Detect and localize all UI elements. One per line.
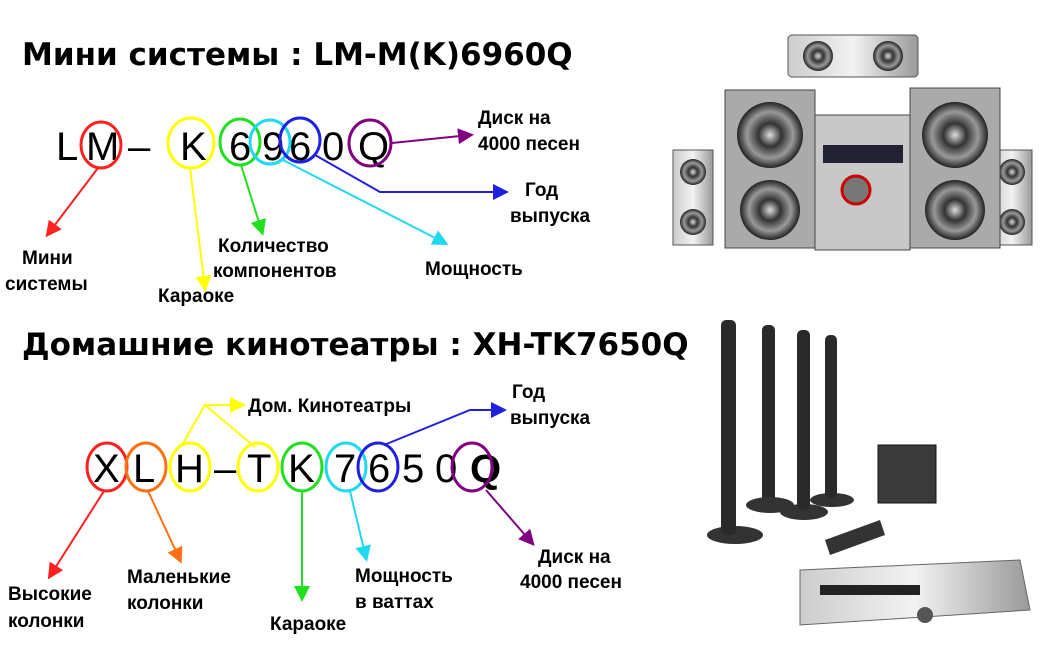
code-char: X [93,447,120,491]
label-disc: 4000 песен [478,134,580,155]
arrow-year [314,154,509,200]
label-power: в ваттах [355,592,434,613]
label-power: Мощность [355,566,453,587]
circle-m [79,120,123,170]
label-mini: системы [5,274,88,295]
arrow-home-theater-branch [181,403,256,448]
circle-7 [324,441,368,493]
label-disc: Диск на [538,547,611,568]
home-theater-image [707,320,1031,626]
circle-l [124,441,168,493]
code-char: K [180,125,207,169]
label-home-theater: Дом. Кинотеатры [248,396,411,417]
label-disc: Диск на [478,108,551,129]
code-char: 0 [435,447,457,491]
home-title: Домашние кинотеатры : XH-TK7650Q [22,327,689,363]
code-char: L [56,125,78,169]
code-char: 0 [322,125,344,169]
circle-6 [356,441,400,493]
circle-q [450,441,494,493]
arrow-disc [391,128,474,145]
label-mini: Мини [22,248,73,269]
label-year: Год [525,180,558,201]
code-char: H [175,447,204,491]
circle-9 [248,118,292,166]
code-char: 6 [289,125,311,169]
label-power: Мощность [425,259,523,280]
arrow-power [349,490,371,562]
label-components: компонентов [213,261,337,282]
code-char: 9 [262,125,284,169]
arrow-disc [485,489,535,547]
code-char: Q [358,125,389,169]
arrow-power [282,159,449,245]
circle-t [236,441,280,493]
label-year: Год [512,382,545,403]
home-labels: Дом. Кинотеатры Год выпуска Высокие коло… [8,382,622,635]
code-char: – [214,447,237,491]
code-char: 5 [402,447,424,491]
home-highlight-circles [85,441,494,493]
label-year: выпуска [510,206,591,227]
label-small: колонки [127,593,203,614]
circle-6 [218,117,262,167]
home-arrows [47,397,535,602]
circle-h [168,441,212,493]
code-char: K [288,447,315,491]
mini-title: Мини системы : LM-M(K)6960Q [22,37,573,73]
mini-labels: Диск на 4000 песен Год выпуска Количеств… [5,108,591,307]
label-tall: Высокие [8,584,92,605]
arrow-year [383,402,507,446]
arrow-tall [47,490,105,580]
label-year: выпуска [510,408,591,429]
label-components: Количество [218,236,329,257]
label-tall: колонки [8,611,84,632]
arrow-components [240,164,267,236]
code-char: L [133,447,155,491]
code-char: 6 [368,447,390,491]
home-model-code: X L H – T K 7 6 5 0 Q [93,447,501,491]
arrow-karaoke [189,167,212,292]
label-disc: 4000 песен [520,572,622,593]
code-char: 7 [334,447,356,491]
arrow-mini [45,167,99,238]
label-karaoke: Караоке [158,286,234,307]
code-char: – [128,125,151,169]
code-char: T [247,447,271,491]
label-karaoke: Караоке [270,614,346,635]
mini-system-image [672,34,1033,251]
mini-model-code: L M – K 6 9 6 0 Q [56,125,389,169]
label-small: Маленькие [127,567,231,588]
arrow-small [147,490,183,564]
mini-arrows [45,128,509,292]
code-char: 6 [229,125,251,169]
circle-q [347,118,393,168]
circle-6b [278,116,322,164]
